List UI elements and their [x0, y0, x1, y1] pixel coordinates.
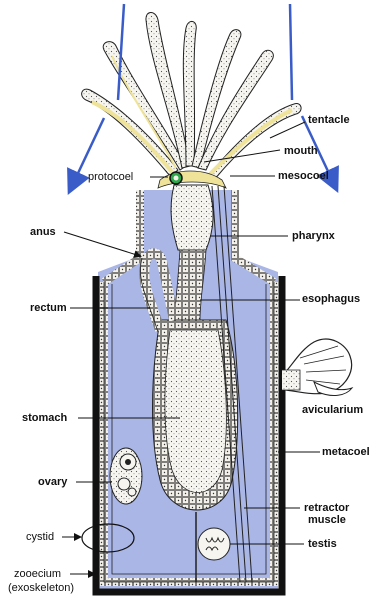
label-retractor: retractor	[304, 502, 349, 514]
label-zooecium: zooecium	[14, 568, 61, 580]
ovary	[110, 448, 142, 504]
label-tentacle: tentacle	[308, 114, 350, 126]
testis	[198, 528, 230, 560]
label-protocoel: protocoel	[88, 171, 133, 183]
label-mesocoel: mesocoel	[278, 170, 329, 182]
label-cystid: cystid	[26, 531, 54, 543]
label-testis: testis	[308, 538, 337, 550]
label-avicularium: avicularium	[302, 404, 363, 416]
label-esophagus: esophagus	[302, 293, 360, 305]
lophophore-tentacles	[82, 13, 301, 181]
label-mouth: mouth	[284, 145, 318, 157]
label-ovary: ovary	[38, 476, 67, 488]
label-metacoel: metacoel	[322, 446, 370, 458]
label-anus: anus	[30, 226, 56, 238]
label-rectum: rectum	[30, 302, 67, 314]
label-muscle: muscle	[308, 514, 346, 526]
label-exoskeleton: (exoskeleton)	[8, 582, 74, 594]
label-stomach: stomach	[22, 412, 67, 424]
label-pharynx: pharynx	[292, 230, 335, 242]
avicularium	[282, 339, 352, 395]
